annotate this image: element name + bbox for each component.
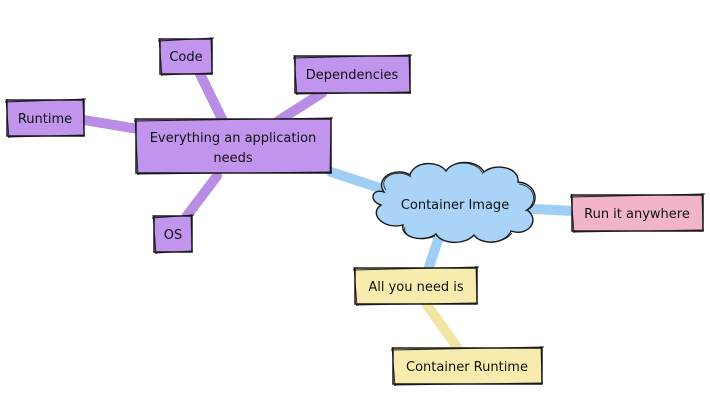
hub-node-sketch-stroke <box>133 116 334 176</box>
all-you-need-node-label: All you need is <box>368 280 463 295</box>
hub-node-label-line-2: needs <box>213 151 252 166</box>
container-image-label: Container Image <box>401 198 509 213</box>
hub-node-label-line-1: Everything an application <box>150 131 317 146</box>
dependencies-node-box <box>294 55 411 94</box>
runtime-node-label: Runtime <box>18 112 72 127</box>
code-node-label: Code <box>169 50 202 65</box>
os-node: OS <box>151 213 195 255</box>
hub-node-box <box>135 118 332 174</box>
os-node-label: OS <box>164 228 182 243</box>
connector-all-you-need-container-runtime <box>422 300 462 352</box>
container-image-cloud <box>372 161 536 244</box>
all-you-need-node: All you need is <box>352 265 480 307</box>
code-node-box <box>159 38 213 75</box>
runtime-node-sketch-stroke <box>4 97 87 139</box>
runtime-node: Runtime <box>4 97 87 139</box>
connector-image-run-anywhere <box>528 204 580 216</box>
run-anywhere-node-label: Run it anywhere <box>584 207 690 222</box>
connector-hub-code <box>195 69 228 126</box>
run-anywhere-node: Run it anywhere <box>569 192 706 234</box>
container-runtime-node-sketch-stroke <box>390 345 545 387</box>
run-anywhere-node-sketch-stroke <box>569 192 706 234</box>
connector-hub-dependencies <box>273 88 327 126</box>
container-runtime-node: Container Runtime <box>390 345 545 387</box>
code-node: Code <box>157 36 215 77</box>
connector-hub-runtime <box>79 115 143 134</box>
dependencies-node-sketch-stroke <box>292 53 413 96</box>
hub-node: Everything an application needs <box>133 116 334 176</box>
dependencies-node-label: Dependencies <box>306 68 399 83</box>
container-image-cloud-sketch-stroke <box>383 162 534 243</box>
container-runtime-node-label: Container Runtime <box>406 360 528 375</box>
connector-hub-os <box>181 171 222 222</box>
os-node-sketch-stroke <box>151 213 195 255</box>
code-node-sketch-stroke <box>157 36 215 77</box>
dependencies-node: Dependencies <box>292 53 413 96</box>
all-you-need-node-sketch-stroke <box>352 265 480 307</box>
runtime-node-box <box>6 99 85 137</box>
container-image-node: Container Image <box>372 161 536 244</box>
